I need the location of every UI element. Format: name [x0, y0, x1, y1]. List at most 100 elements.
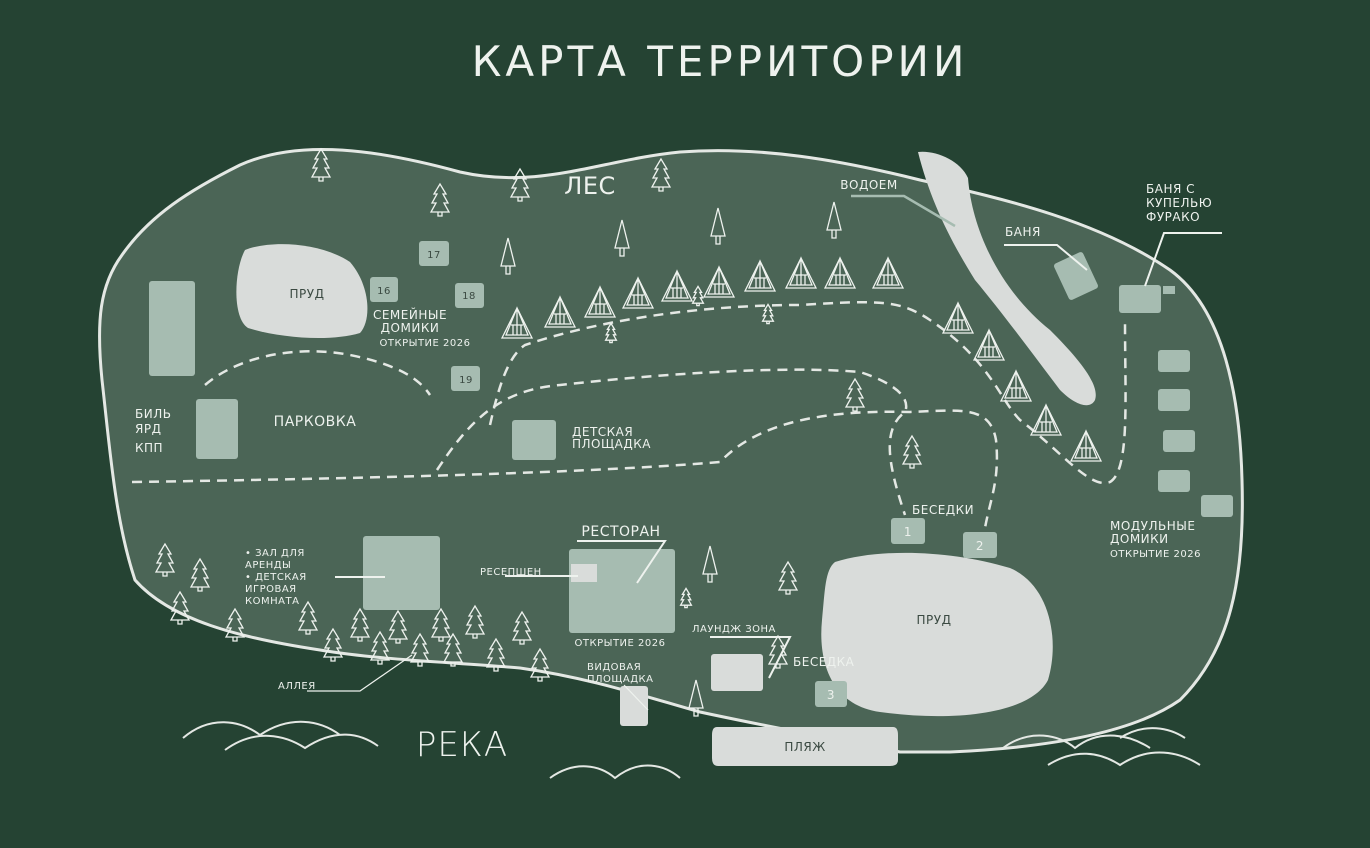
lounge-label: ЛАУНДЖ ЗОНА: [692, 624, 776, 635]
fir-tree-icon: [189, 557, 211, 592]
a-frame-cabin-icon: [702, 265, 736, 298]
a-frame-cabins: [500, 256, 1103, 462]
fir-tree-icon: [767, 634, 789, 669]
a-frame-cabin-icon: [583, 285, 617, 318]
pine-tree-icon: [826, 201, 842, 239]
beach: [712, 727, 898, 766]
gazebos-label: БЕСЕДКИ: [912, 503, 974, 517]
family-opening-label: ОТКРЫТИЕ 2026: [380, 338, 471, 349]
fir-tree-icon: [485, 637, 507, 672]
fir-tree-icon: [349, 607, 371, 642]
reception-label: РЕСЕПШЕН: [480, 567, 542, 578]
fir-tree-icon: [529, 647, 551, 682]
fir-tree-icon: [777, 560, 799, 595]
pine-tree-icon: [702, 545, 718, 583]
modular-house: [1163, 430, 1195, 452]
hall-building: [363, 536, 440, 610]
svg-text:• ДЕТСКАЯ: • ДЕТСКАЯ: [245, 572, 307, 583]
alley-label: АЛЛЕЯ: [278, 681, 316, 692]
a-frame-cabin-icon: [660, 269, 694, 302]
fir-tree-icon: [409, 632, 431, 667]
furako-building: [1119, 285, 1161, 313]
fir-tree-icon: [429, 182, 451, 217]
fir-tree-icon: [297, 600, 319, 635]
svg-text:КОМНАТА: КОМНАТА: [245, 596, 299, 607]
territory-land: [98, 148, 1244, 754]
fir-tree-icon: [511, 610, 533, 645]
gazebos: 1 2 3: [815, 518, 997, 707]
reservoir-leader: [851, 194, 956, 228]
pine-tree-icon: [500, 237, 516, 275]
fir-tree-icon: [650, 157, 672, 192]
hall-label: • ЗАЛ ДЛЯ АРЕНДЫ • ДЕТСКАЯ ИГРОВАЯ КОМНА…: [245, 548, 307, 607]
a-frame-cabin-icon: [743, 259, 777, 292]
pond-top: [236, 244, 368, 339]
reception-building: [571, 564, 597, 582]
pine-tree-icon: [688, 679, 704, 717]
playground: [512, 420, 556, 460]
a-frame-cabin-icon: [1029, 403, 1063, 436]
reservoir: [918, 151, 1096, 406]
checkpoint-building: [196, 399, 238, 459]
forest-label: ЛЕС: [564, 172, 615, 200]
restaurant-opening-label: ОТКРЫТИЕ 2026: [575, 638, 666, 649]
billiard-building: [149, 281, 195, 376]
svg-text:АРЕНДЫ: АРЕНДЫ: [245, 560, 291, 571]
restaurant-building: [569, 549, 675, 633]
a-frame-cabin-icon: [823, 256, 857, 289]
svg-text:ИГРОВАЯ: ИГРОВАЯ: [245, 584, 297, 595]
fir-tree-icon: [691, 285, 705, 307]
fir-tree-icon: [901, 434, 923, 469]
fir-tree-icon: [154, 542, 176, 577]
pond-bottom: [821, 552, 1053, 717]
pine-tree-icon: [710, 207, 726, 245]
a-frame-cabin-icon: [941, 301, 975, 334]
modular-house: [1158, 470, 1190, 492]
banya-label: БАНЯ: [1005, 225, 1041, 239]
restaurant-label: РЕСТОРАН: [581, 524, 660, 540]
modular-opening-label: ОТКРЫТИЕ 2026: [1110, 549, 1201, 560]
a-frame-cabin-icon: [543, 295, 577, 328]
svg-text:3: 3: [827, 688, 835, 702]
a-frame-cabin-icon: [972, 328, 1006, 361]
a-frame-cabin-icon: [1069, 429, 1103, 462]
pond-top-label: ПРУД: [290, 287, 325, 301]
river-waves: [182, 720, 1201, 780]
svg-text:17: 17: [427, 250, 441, 261]
svg-text:18: 18: [462, 291, 476, 302]
svg-text:19: 19: [459, 375, 473, 386]
modular-house: [1158, 350, 1190, 372]
river-label: РЕКА: [416, 725, 508, 765]
a-frame-cabin-icon: [999, 369, 1033, 402]
svg-text:16: 16: [377, 286, 391, 297]
fir-tree-icon: [442, 632, 464, 667]
pine-tree-icon: [614, 219, 630, 257]
pond-bottom-label: ПРУД: [917, 613, 952, 627]
parking-label: ПАРКОВКА: [274, 414, 357, 430]
fir-tree-icon: [430, 607, 452, 642]
svg-text:2: 2: [976, 539, 984, 553]
svg-text:• ЗАЛ ДЛЯ: • ЗАЛ ДЛЯ: [245, 548, 305, 559]
fir-tree-icon: [369, 630, 391, 665]
fir-tree-icon: [310, 147, 332, 182]
fir-tree-icon: [844, 377, 866, 412]
lounge-building: [711, 654, 763, 691]
gazebo-label: БЕСЕДКА: [793, 655, 855, 669]
walking-paths: [131, 300, 1127, 529]
banya-building: [1054, 252, 1098, 300]
leader-lines: [307, 232, 1222, 711]
viewpoint-building: [620, 686, 648, 726]
modular-house: [1201, 495, 1233, 517]
family-houses: 17 16 18 19: [370, 241, 484, 391]
checkpoint-label: КПП: [135, 441, 163, 455]
buildings: [149, 252, 1233, 633]
trees: [154, 147, 923, 717]
fir-tree-icon: [604, 322, 618, 344]
beach-label: ПЛЯЖ: [784, 740, 825, 754]
